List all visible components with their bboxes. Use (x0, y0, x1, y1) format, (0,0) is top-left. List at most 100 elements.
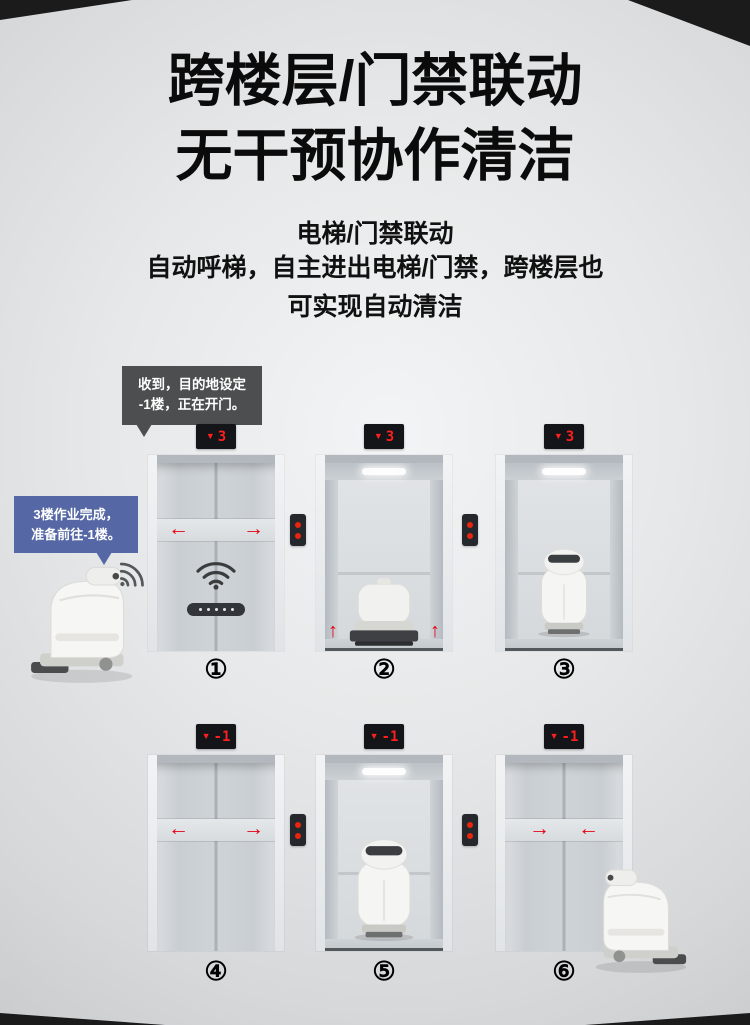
elevator-lintel (505, 755, 623, 763)
door-open-arrow-right-icon: → (243, 817, 264, 840)
ceiling-light (362, 768, 406, 775)
elevator-step4-doors-closed: ← → (148, 755, 284, 951)
cab-wall-right (430, 480, 443, 639)
corner-decoration-bottom-right (585, 1013, 750, 1025)
indicator-arrow-icon: ▼ (549, 731, 559, 741)
floor-indicator: ▼ 3 (544, 424, 584, 449)
floor-indicator: ▼ 3 (196, 424, 236, 449)
speech-bubble-elevator-reply: 收到，目的地设定 -1楼，正在开门。 (122, 366, 262, 437)
corner-decoration-top-left (0, 0, 132, 20)
door-open-arrow-right-icon: → (243, 517, 264, 540)
step-number-1: ① (204, 654, 228, 684)
cleaning-robot-rear-view (343, 578, 425, 657)
door-sill (325, 648, 443, 651)
intercom-speaker-icon (187, 603, 245, 616)
elevator-doors: ← → (157, 463, 275, 651)
cleaning-robot-side-view (24, 552, 146, 689)
indicator-arrow-icon: ▼ (201, 731, 211, 741)
door-open-arrow-left-icon: ← (168, 817, 189, 840)
floor-indicator: ▼ -1 (544, 724, 584, 749)
robot-enter-arrow-up-right-icon: ↑ (430, 620, 440, 642)
elevator-jamb (496, 455, 505, 651)
description: 自动呼梯，自主进出电梯/门禁，跨楼层也 可实现自动清洁 (0, 249, 750, 327)
step-number-4: ④ (204, 956, 228, 986)
door-close-arrow-left-icon: → (529, 817, 550, 840)
bubble-tail (136, 423, 152, 437)
door-sill (325, 948, 443, 951)
elevator-lintel (157, 455, 275, 463)
subtitle: 电梯/门禁联动 (296, 220, 454, 248)
call-button-down-icon (467, 532, 473, 539)
cleaning-robot-front-view (532, 546, 596, 643)
door-band (157, 819, 275, 841)
page-title: 跨楼层/门禁联动 无干预协作清洁 (0, 44, 750, 194)
elevator-lintel (157, 755, 275, 763)
bubble-text-line-2: 准备前往-1楼。 (31, 526, 121, 542)
call-button-down-icon (295, 532, 301, 539)
indicator-floor-number: 3 (385, 428, 395, 445)
indicator-floor-number: -1 (213, 728, 231, 745)
indicator-floor-number: 3 (217, 428, 227, 445)
cleaning-robot-side-view (584, 856, 692, 979)
door-band (157, 519, 275, 541)
elevator-jamb (496, 755, 505, 951)
speech-bubble-robot-status: 3楼作业完成， 准备前往-1楼。 (14, 496, 138, 565)
description-line-1: 自动呼梯，自主进出电梯/门禁，跨楼层也 (146, 254, 604, 282)
call-button-up-icon (467, 521, 473, 528)
elevator-call-button-panel (290, 814, 306, 846)
indicator-arrow-icon: ▼ (373, 431, 383, 441)
step-number-2: ② (372, 654, 396, 684)
indicator-floor-number: 3 (565, 428, 575, 445)
corner-decoration-bottom-left (0, 1013, 165, 1025)
floor-indicator: ▼ -1 (196, 724, 236, 749)
elevator-step1-doors-closed: ← → (148, 455, 284, 651)
call-button-down-icon (467, 832, 473, 839)
floor-indicator: ▼ -1 (364, 724, 404, 749)
elevator-jamb (275, 455, 284, 651)
indicator-floor-number: -1 (381, 728, 399, 745)
elevator-lintel (325, 455, 443, 463)
elevator-jamb (316, 755, 325, 951)
elevator-call-button-panel (290, 514, 306, 546)
elevator-lintel (325, 755, 443, 763)
ceiling-light (362, 468, 406, 475)
elevator-doors: ← → (157, 763, 275, 951)
step-number-5: ⑤ (372, 956, 396, 986)
cab-wall-right (610, 480, 623, 639)
door-sill (505, 648, 623, 651)
indicator-arrow-icon: ▼ (369, 731, 379, 741)
cleaning-robot-front-view (347, 836, 421, 947)
elevator-jamb (623, 755, 632, 951)
elevator-step3-robot-inside (496, 455, 632, 651)
cab-wall-right (430, 780, 443, 939)
elevator-step2-robot-entering: ↑ ↑ (316, 455, 452, 651)
title-line-1: 跨楼层/门禁联动 (167, 49, 583, 113)
indicator-floor-number: -1 (561, 728, 579, 745)
bubble-text-line-1: 3楼作业完成， (33, 507, 119, 522)
cab-wall-left (325, 780, 338, 939)
elevator-call-button-panel (462, 514, 478, 546)
step-number-6: ⑥ (552, 956, 576, 986)
elevator-jamb (148, 755, 157, 951)
elevator-jamb (443, 455, 452, 651)
call-button-up-icon (295, 821, 301, 828)
indicator-arrow-icon: ▼ (205, 431, 215, 441)
corner-decoration-top-right (628, 0, 750, 46)
cab-wall-left (325, 480, 338, 639)
elevator-jamb (148, 455, 157, 651)
title-line-2: 无干预协作清洁 (175, 124, 575, 189)
door-band (505, 819, 623, 841)
call-button-down-icon (295, 832, 301, 839)
elevator-jamb (623, 455, 632, 651)
description-line-2: 可实现自动清洁 (287, 292, 463, 321)
bubble-text-line-2: -1楼，正在开门。 (138, 397, 246, 413)
elevator-jamb (316, 455, 325, 651)
call-button-up-icon (467, 821, 473, 828)
elevator-jamb (275, 755, 284, 951)
floor-indicator: ▼ 3 (364, 424, 404, 449)
step-number-3: ③ (552, 654, 576, 684)
ceiling-light (542, 468, 586, 475)
door-close-arrow-right-icon: ← (578, 817, 599, 840)
elevator-call-button-panel (462, 814, 478, 846)
